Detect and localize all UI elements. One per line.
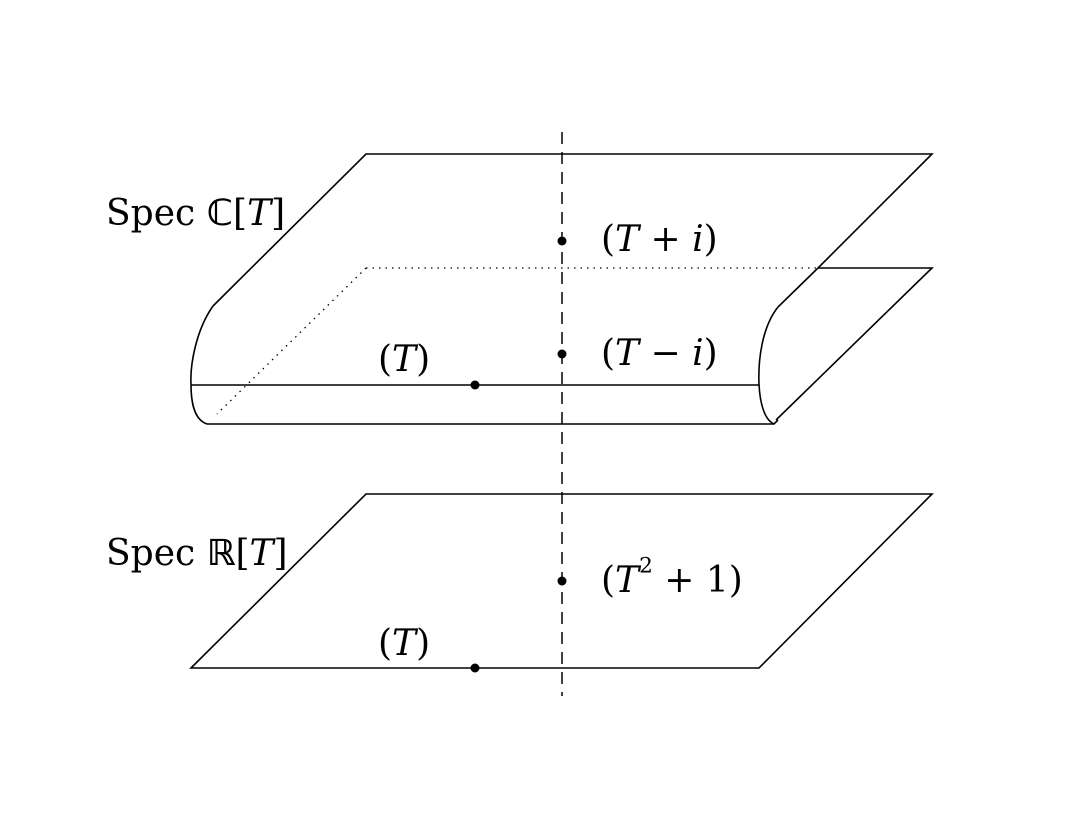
t-plus-i-close: ) xyxy=(703,219,718,260)
t-minus-i-var: T xyxy=(615,333,640,374)
upper-top-sheet-outline xyxy=(212,153,934,307)
spec-r-var: T xyxy=(249,533,274,574)
upper-hidden-diagonal-edge xyxy=(216,267,367,415)
spec-r-prefix: Spec xyxy=(106,533,207,574)
upper-right-fold xyxy=(758,306,779,425)
upper-t-close: ) xyxy=(416,339,431,380)
spec-c-open: [ xyxy=(233,193,248,234)
label-t-plus-i: (T + i) xyxy=(601,222,718,258)
label-t2-plus-1: (T2 + 1) xyxy=(601,555,743,601)
t-minus-i-open: ( xyxy=(601,333,616,374)
spec-r-field: ℝ xyxy=(206,533,236,574)
upper-hidden-edges xyxy=(216,267,818,415)
spec-c-close: ] xyxy=(271,193,286,234)
t-minus-i-close: ) xyxy=(703,333,718,374)
t2-plus-1-close: ) xyxy=(728,560,743,601)
lower-t-close: ) xyxy=(416,623,431,664)
label-t-minus-i: (T − i) xyxy=(601,336,718,372)
label-spec-r: Spec ℝ[T] xyxy=(106,536,288,572)
lower-t-open: ( xyxy=(378,623,393,664)
upper-t-open: ( xyxy=(378,339,393,380)
upper-t-var: T xyxy=(392,339,417,380)
t-plus-i-imag: i xyxy=(692,219,704,260)
point-t2-plus-1 xyxy=(557,576,567,586)
t2-plus-1-var: T xyxy=(615,560,640,601)
spec-c-prefix: Spec xyxy=(106,193,207,234)
upper-left-fold xyxy=(190,305,214,425)
t-plus-i-var: T xyxy=(615,219,640,260)
upper-right-edge xyxy=(777,267,819,308)
label-spec-c: Spec ℂ[T] xyxy=(106,196,285,232)
points xyxy=(470,236,567,673)
t-minus-i-imag: i xyxy=(692,333,704,374)
point-t-plus-i xyxy=(557,236,567,246)
t2-plus-1-op: + 1 xyxy=(652,560,729,601)
t2-plus-1-open: ( xyxy=(601,560,616,601)
t-plus-i-op: + xyxy=(639,219,693,260)
point-upper-t xyxy=(470,380,480,390)
spec-r-close: ] xyxy=(273,533,288,574)
spec-r-plane xyxy=(189,493,934,669)
upper-bottom-edge xyxy=(207,419,779,425)
t-minus-i-op: − xyxy=(639,333,693,374)
t2-plus-1-exp: 2 xyxy=(639,553,653,579)
label-lower-t: (T) xyxy=(378,626,430,662)
spec-r-open: [ xyxy=(235,533,250,574)
point-lower-t xyxy=(470,663,480,673)
spec-c-field: ℂ xyxy=(206,193,234,234)
point-t-minus-i xyxy=(557,349,567,359)
spec-c-var: T xyxy=(247,193,272,234)
lower-t-var: T xyxy=(392,623,417,664)
t-plus-i-open: ( xyxy=(601,219,616,260)
upper-right-sheet-outline xyxy=(775,267,934,421)
label-upper-t: (T) xyxy=(378,342,430,378)
